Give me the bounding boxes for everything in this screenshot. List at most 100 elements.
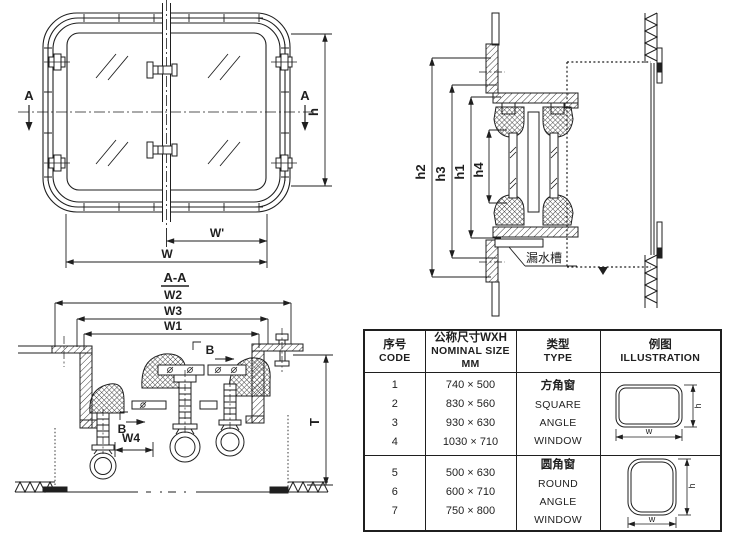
cut-arrow-down-icon (25, 122, 33, 131)
spec-table-header-row: 序号 CODE 公称尺寸WXH NOMINAL SIZE MM 类型 TYPE … (363, 329, 722, 373)
dimension-w4 (114, 442, 154, 457)
window-opening-hidden-outline (566, 61, 651, 268)
frame-section-bottom (492, 226, 579, 248)
front-view-drawing: A A h W' W (18, 0, 332, 268)
size-value: 1030 × 710 (442, 435, 499, 448)
section-aa-drawing: A-A W2 W3 W1 (14, 270, 333, 494)
glass-pane-sections (508, 111, 559, 213)
illus-dim-h: h (687, 483, 697, 488)
size-value: 500 × 630 (445, 467, 496, 480)
illus-dim-w: w (645, 426, 653, 436)
code-value: 2 (391, 397, 398, 410)
type-line: 圆角窗 (540, 459, 576, 472)
dimension-chain-widths (54, 300, 292, 350)
codes-cell-square: 1 2 3 4 (363, 371, 426, 456)
wall-and-frame-left (18, 336, 101, 429)
glass-reflection-marks (95, 53, 241, 167)
type-line: ANGLE (539, 496, 577, 509)
round-angle-window-illustration: w h (627, 458, 697, 528)
dim-label-h1: h1 (452, 164, 467, 179)
dim-label-t: T (307, 418, 322, 426)
header-type-en: TYPE (543, 351, 573, 364)
type-line: SQUARE (534, 399, 582, 411)
detail-mark-b-bottom: B (118, 411, 146, 436)
type-line: ANGLE (539, 417, 577, 429)
dim-label-w4: W4 (122, 431, 140, 445)
size-value: 600 × 710 (445, 486, 496, 499)
type-cell-round: 圆角窗 ROUND ANGLE WINDOW (515, 454, 601, 532)
header-size: 公称尺寸WXH NOMINAL SIZE MM (424, 329, 517, 373)
weld-mark-icon (598, 267, 608, 275)
illustration-cell-square: w h (599, 371, 722, 456)
type-line: 方角窗 (540, 380, 576, 392)
header-code-en: CODE (378, 351, 411, 364)
detail-mark-b-top: B (192, 341, 235, 363)
header-code: 序号 CODE (363, 329, 426, 373)
dimension-chain-heights (429, 57, 507, 278)
drain-groove-callout: 漏水槽 (508, 246, 577, 267)
type-line: WINDOW (534, 514, 582, 527)
code-value: 6 (391, 486, 398, 499)
dimension-w-lines (65, 214, 268, 268)
drain-groove (494, 238, 544, 248)
swing-bolts (89, 370, 245, 480)
dim-label-w: W (161, 247, 173, 261)
illus-dim-w: w (648, 514, 656, 524)
code-value: 3 (391, 416, 398, 429)
wall-bolt (274, 328, 290, 372)
section-letter-a-left: A (24, 88, 34, 103)
size-value: 930 × 630 (445, 416, 496, 429)
perimeter-bolt-marks (44, 14, 289, 211)
swing-bolt-center (169, 370, 201, 463)
sill-structure (14, 415, 329, 494)
frame-hinge-bolts (44, 53, 297, 172)
code-value: 4 (391, 435, 398, 448)
dim-label-h: h (306, 108, 321, 116)
dim-label-h4: h4 (471, 162, 486, 178)
header-illus-en: ILLUSTRATION (620, 351, 701, 364)
detail-letter-b-bottom: B (118, 422, 127, 436)
square-angle-group-row: 1 2 3 4 740 × 500 830 × 560 930 × 630 10… (363, 371, 722, 456)
phi-marks (139, 366, 238, 409)
swing-bolt-left (89, 409, 117, 480)
header-code-zh: 序号 (383, 338, 407, 351)
ship-wall-right (643, 12, 663, 308)
type-cell-square: 方角窗 SQUARE ANGLE WINDOW (515, 371, 601, 456)
section-letter-a-right: A (300, 88, 310, 103)
section-cut-mark-right: A (300, 88, 310, 131)
code-value: 1 (391, 378, 398, 391)
dim-label-w-half: W' (210, 226, 224, 240)
wall-plate-bottom (479, 239, 505, 317)
hinge-mechanism (89, 353, 271, 414)
sizes-cell-round: 500 × 630 600 × 710 750 × 800 (424, 454, 517, 532)
dim-label-w1: W1 (164, 319, 182, 333)
dim-label-w2: W2 (164, 288, 182, 302)
center-mullion (162, 3, 171, 222)
illus-dim-h: h (693, 403, 703, 408)
round-angle-group-row: 5 6 7 500 × 630 600 × 710 750 × 800 圆角窗 … (363, 454, 722, 532)
wall-plate-top (479, 12, 505, 94)
square-angle-window-illustration: w h (615, 384, 703, 441)
header-illus-zh: 例图 (648, 338, 672, 351)
dimension-h (291, 33, 332, 187)
header-size-en: NOMINAL SIZE (431, 345, 510, 358)
codes-cell-round: 5 6 7 (363, 454, 426, 532)
vertical-section-drawing: h2 h3 h1 h4 (413, 12, 663, 317)
code-value: 7 (391, 505, 398, 518)
glass-break-marks (509, 146, 558, 190)
mullion-clamp-bolts (146, 61, 178, 159)
illustration-cell-round: w h (599, 454, 722, 532)
size-value: 750 × 800 (445, 505, 496, 518)
cut-arrow-down-icon (301, 122, 309, 131)
drain-groove-label: 漏水槽 (526, 251, 562, 265)
header-type-zh: 类型 (546, 338, 570, 351)
centerlines (18, 0, 316, 230)
spec-table: 序号 CODE 公称尺寸WXH NOMINAL SIZE MM 类型 TYPE … (363, 329, 722, 532)
header-size-zh: 公称尺寸WXH (434, 332, 507, 345)
swing-bolt-right (215, 380, 245, 457)
code-value: 5 (391, 467, 398, 480)
gasket-sections (493, 106, 574, 226)
sizes-cell-square: 740 × 500 830 × 560 930 × 630 1030 × 710 (424, 371, 517, 456)
section-cut-mark-left: A (24, 88, 34, 131)
